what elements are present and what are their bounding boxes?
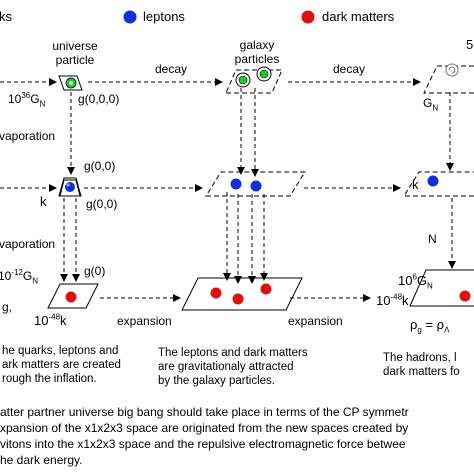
legend-quarks-label: ks (0, 9, 12, 24)
bottom-middle-dark-matter-1 (210, 287, 222, 299)
caption-column-3: The hadrons, l dark matters fo (383, 351, 460, 379)
galaxy-particles-label-line1: galaxy (239, 38, 275, 52)
caption-2-line-2: are gravitationaly attracted (158, 361, 294, 373)
legend-dark-matters-label: dark matters (322, 9, 395, 24)
k-plane-right (403, 171, 474, 197)
k-label-right: k (412, 177, 419, 192)
gn-6-label: 106GN (398, 272, 433, 291)
right-top-partial-label: 5 (466, 37, 474, 52)
left-g-partial-label: g, (2, 300, 13, 314)
gn-36-label: 1036GN (8, 91, 46, 109)
legend-dark-matter-dot (301, 10, 315, 24)
footer-line-1: atter partner universe big bang should t… (0, 405, 409, 419)
footer-line-2: xpansion of the x1x2x3 space are origina… (0, 421, 409, 435)
evaporation-label-2: vaporation (0, 237, 56, 251)
bottom-right-dark-matter (459, 290, 471, 302)
universe-particle-label-line2: particle (55, 53, 95, 67)
bottom-middle-dark-matter-2 (232, 293, 244, 305)
caption-2-line-1: The leptons and dark matters (158, 347, 308, 359)
decay-label-2: decay (333, 62, 366, 76)
k-plane-middle-lepton-2 (250, 180, 262, 192)
k-plane-middle-lepton-1 (230, 178, 242, 190)
legend-lepton-dot (123, 10, 137, 24)
g00-label-top: g(0,0) (84, 159, 116, 173)
caption-1-line-1: he quarks, leptons and (2, 345, 119, 357)
caption-1-line-3: rough the inflation. (2, 373, 97, 385)
bottom-left-dark-matter (65, 291, 77, 303)
expansion-label-1: expansion (117, 314, 172, 328)
footer-line-3: vitons into the x1x2x3 space and the rep… (0, 437, 406, 451)
caption-2-line-3: by the galaxy particles. (158, 375, 275, 387)
caption-3-line-2: dark matters fo (383, 366, 460, 378)
caption-column-2: The leptons and dark matters are gravita… (158, 346, 308, 388)
galaxy-particles-label-line2: particles (234, 52, 280, 66)
legend-leptons-label: leptons (143, 9, 185, 24)
evaporation-label-1: vaporation (0, 129, 56, 143)
bottom-middle-dark-matter-3 (260, 283, 272, 295)
bottom-plane-right (409, 269, 474, 307)
footer-paragraph: atter partner universe big bang should t… (0, 404, 474, 468)
universe-particle-label-line1: universe (52, 39, 98, 53)
k-plane-right-lepton (427, 175, 439, 187)
k-label-left: k (40, 194, 47, 209)
k-plane-left-lepton (65, 182, 75, 192)
footer-line-4: he dark energy. (0, 453, 83, 467)
bottom-plane-middle (181, 277, 303, 311)
right-top-spiral (445, 63, 459, 77)
decay-label-1: decay (155, 62, 188, 76)
galaxy-particles-plane (225, 69, 283, 94)
expansion-label-2: expansion (288, 314, 343, 328)
gn-neg12-label: 10-12GN (0, 268, 39, 286)
caption-1-line-2: ark matters are created (2, 359, 121, 371)
caption-column-1: he quarks, leptons and ark matters are c… (2, 344, 121, 386)
n-label: N (428, 232, 437, 246)
g0-label: g(0) (84, 264, 106, 278)
g00-label-bottom: g(0,0) (86, 197, 118, 211)
gn-right-top-label: GN (423, 96, 439, 113)
g000-label: g(0,0,0) (78, 92, 120, 106)
caption-3-line-1: The hadrons, l (383, 352, 457, 364)
k-neg48-label-right: 10-48k (376, 292, 409, 308)
k-neg48-label-left: 10-48k (34, 312, 67, 328)
rho-equation: ρg = ρΛ (410, 317, 450, 335)
